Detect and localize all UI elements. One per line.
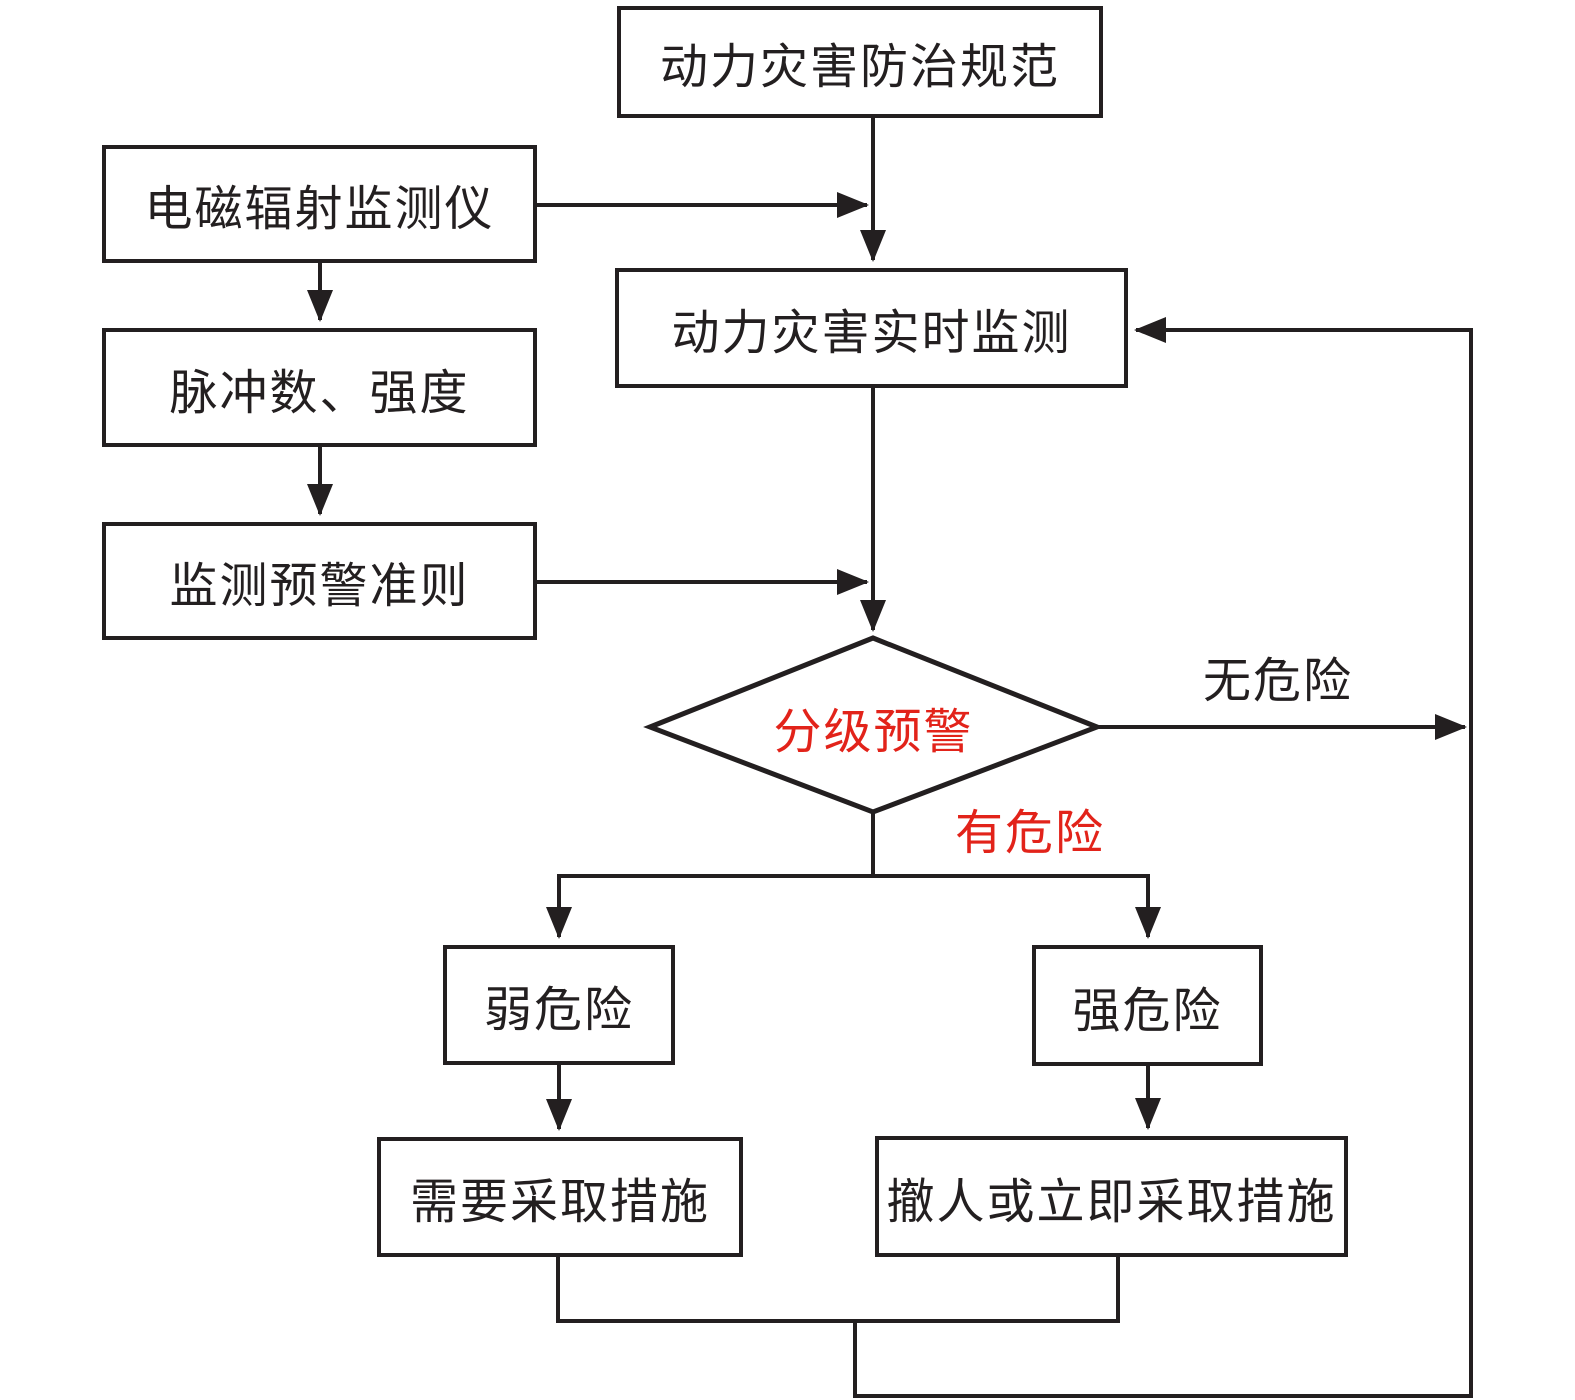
decision-diamond-shape — [643, 635, 1104, 815]
node-em-radiation-monitor: 电磁辐射监测仪 — [102, 145, 537, 263]
edge-label-no-danger: 无危险 — [1128, 648, 1428, 708]
node-prevention-spec-label: 动力灾害防治规范 — [659, 41, 1060, 94]
node-evacuate-or-act: 撤人或立即采取措施 — [875, 1136, 1348, 1257]
decision-graded-warning: 分级预警 — [650, 700, 1097, 759]
node-warning-criteria: 监测预警准则 — [102, 522, 537, 640]
node-take-measures: 需要采取措施 — [377, 1137, 743, 1257]
node-strong-danger-label: 强危险 — [1072, 984, 1223, 1038]
edge-label-no-danger-text: 无危险 — [1202, 655, 1353, 708]
edge-bottom-return — [853, 1321, 1473, 1398]
node-take-measures-label: 需要采取措施 — [409, 1176, 710, 1229]
node-pulse-intensity: 脉冲数、强度 — [102, 328, 537, 447]
node-em-radiation-monitor-label: 电磁辐射监测仪 — [144, 183, 495, 236]
node-pulse-intensity-label: 脉冲数、强度 — [169, 366, 470, 420]
node-realtime-monitoring: 动力灾害实时监测 — [615, 268, 1128, 388]
node-realtime-monitoring-label: 动力灾害实时监测 — [671, 307, 1072, 360]
edge-label-has-danger-text: 有危险 — [954, 807, 1105, 860]
node-prevention-spec: 动力灾害防治规范 — [617, 6, 1103, 118]
node-warning-criteria-label: 监测预警准则 — [169, 560, 470, 613]
node-weak-danger: 弱危险 — [443, 945, 675, 1065]
decision-graded-warning-label: 分级预警 — [773, 706, 974, 759]
node-strong-danger: 强危险 — [1032, 945, 1263, 1066]
edge-feedback-loop — [1134, 317, 1473, 1396]
node-evacuate-or-act-label: 撤人或立即采取措施 — [886, 1175, 1337, 1229]
node-weak-danger-label: 弱危险 — [483, 984, 634, 1037]
edge-label-has-danger: 有危险 — [930, 800, 1130, 860]
